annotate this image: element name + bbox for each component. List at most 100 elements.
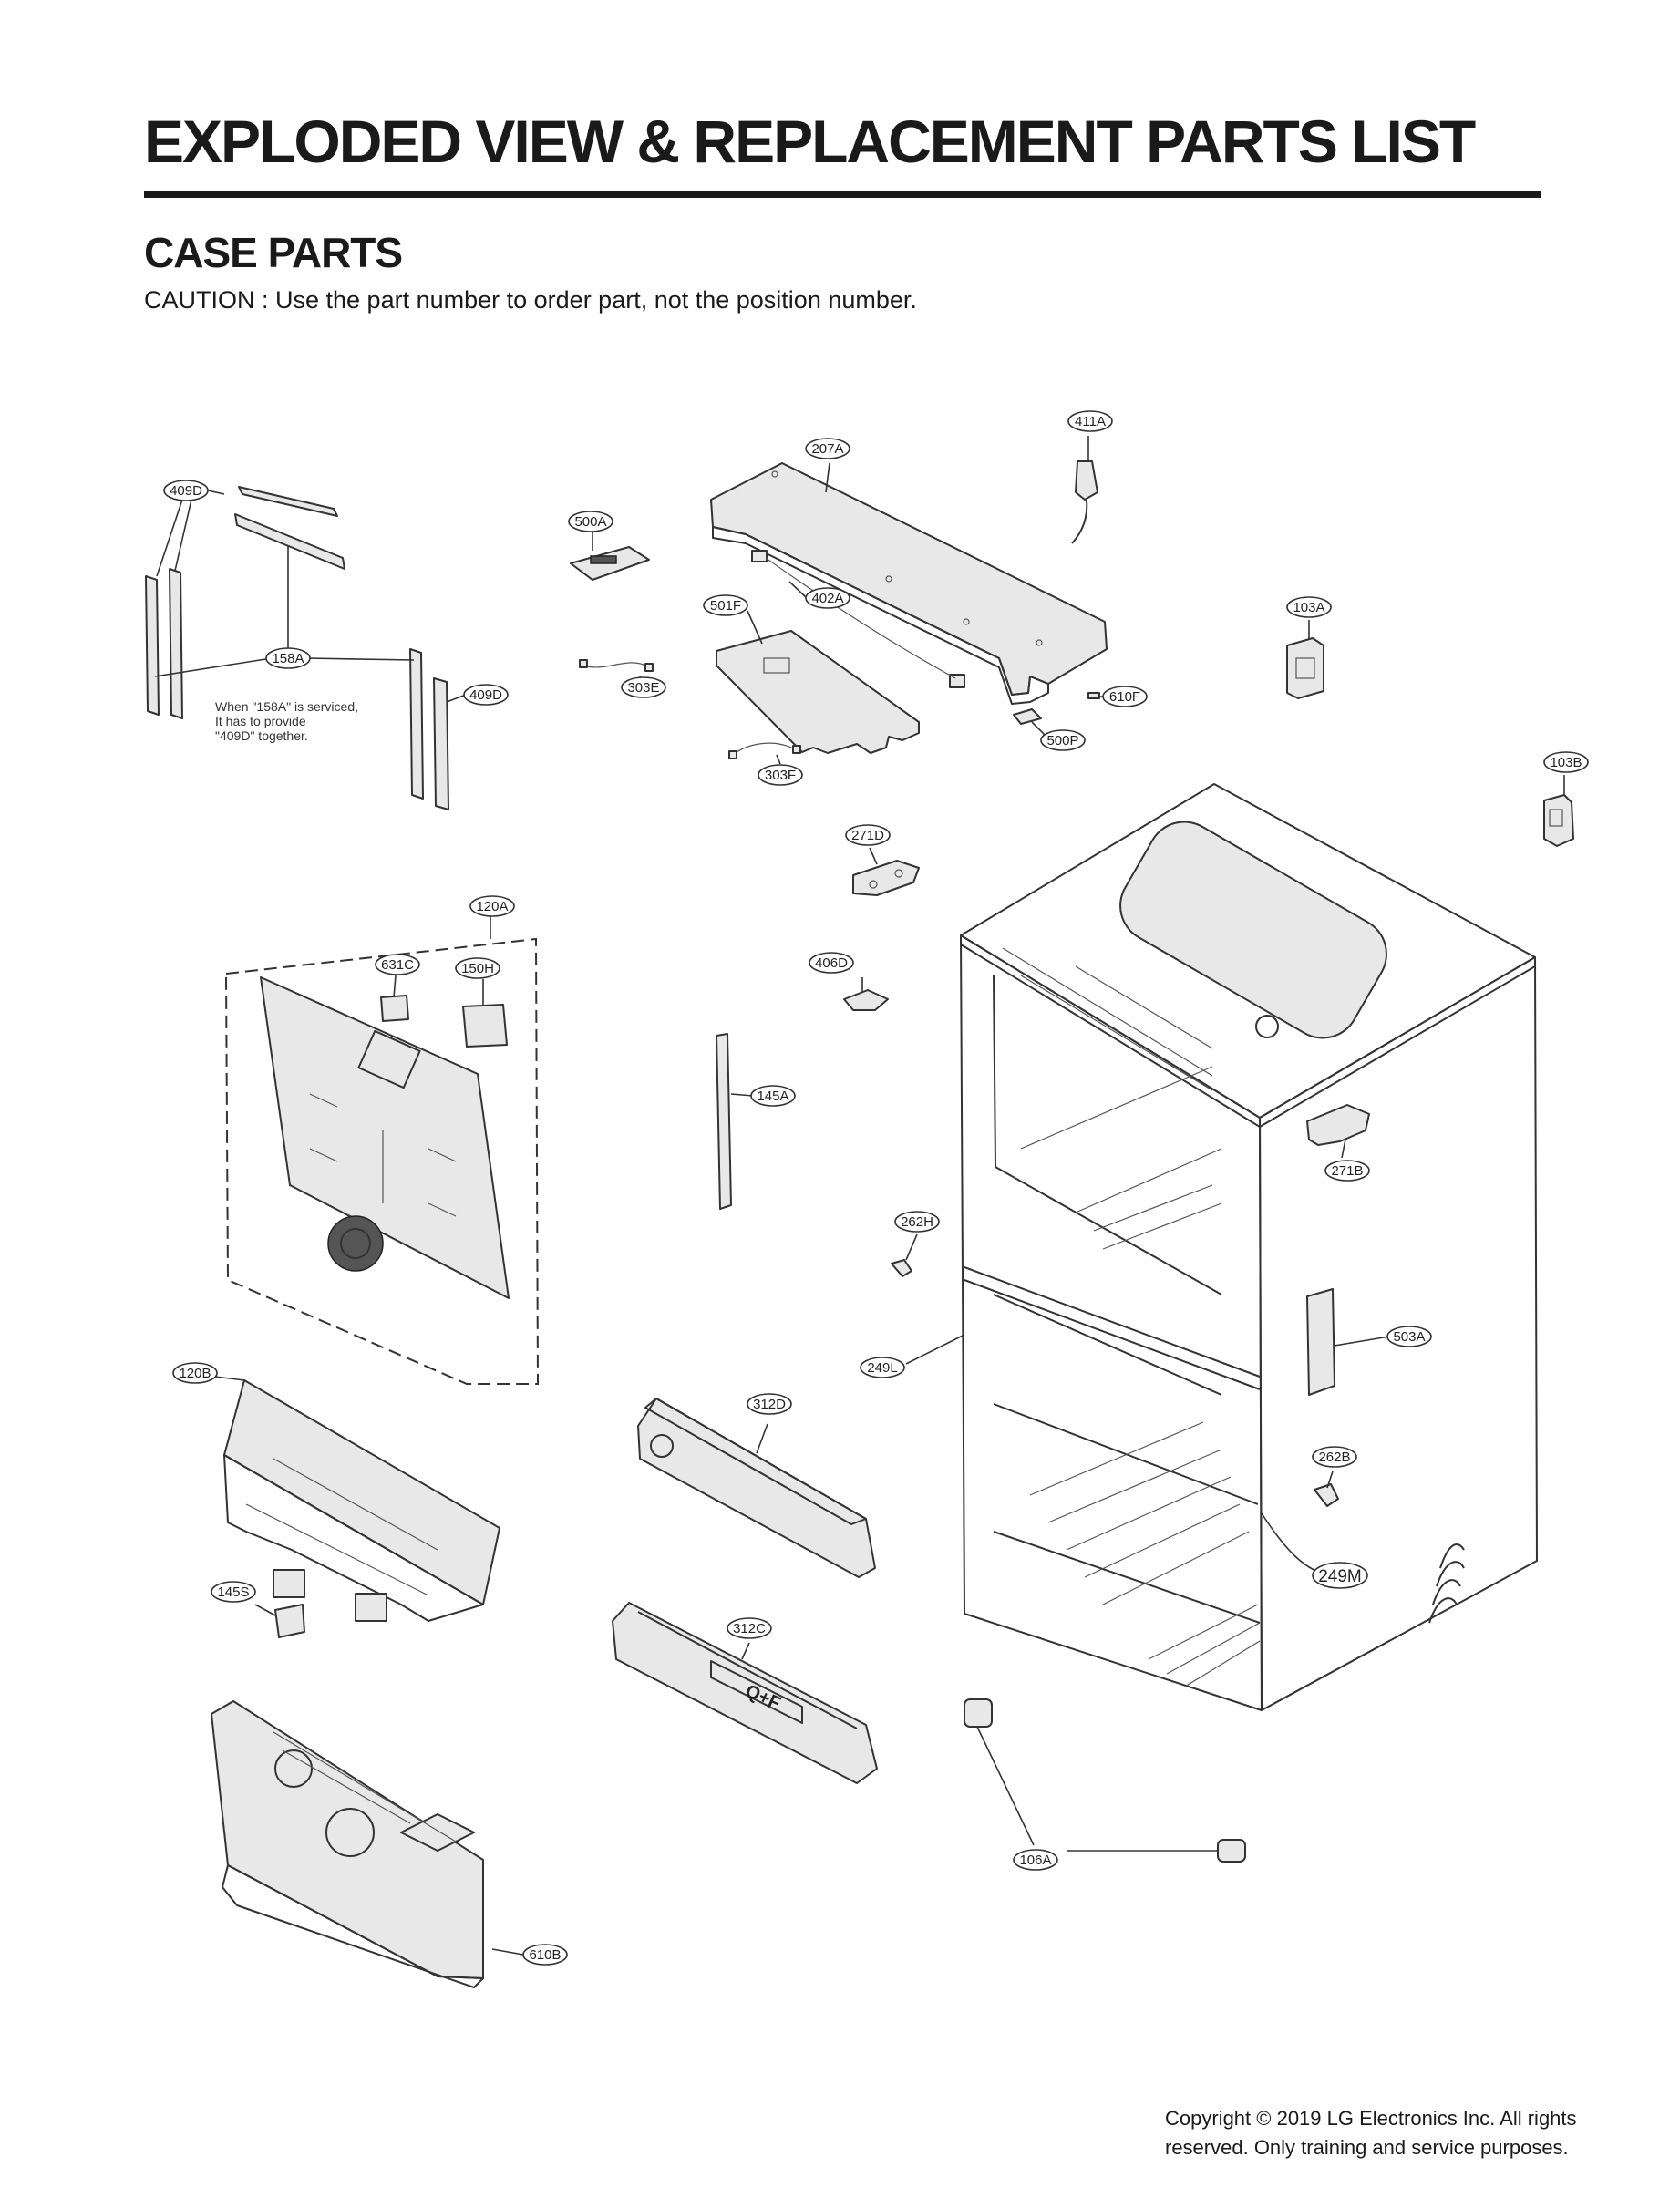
callout-631C: 631C: [375, 954, 420, 975]
svg-text:120B: 120B: [179, 1366, 211, 1381]
control-board-part: [570, 531, 650, 581]
top-cover-part: [710, 462, 1108, 705]
cover-503A-part: [1306, 1288, 1390, 1396]
callout-145A: 145A: [750, 1085, 796, 1107]
part-145S: [254, 1604, 305, 1638]
part-262H: [891, 1233, 918, 1277]
callout-207A: 207A: [805, 438, 850, 459]
assembly-610B-part: [211, 1700, 524, 1988]
callout-150H: 150H: [455, 957, 500, 979]
callout-500P: 500P: [1040, 729, 1086, 751]
callout-120A: 120A: [469, 895, 515, 917]
svg-text:610B: 610B: [529, 1947, 561, 1963]
callout-271D: 271D: [845, 824, 891, 846]
svg-text:501F: 501F: [710, 598, 741, 614]
bar-312D-part: [637, 1398, 876, 1578]
svg-text:"409D" together.: "409D" together.: [215, 728, 308, 743]
part-249L: [905, 1334, 965, 1365]
callout-262H: 262H: [894, 1211, 940, 1233]
svg-text:145S: 145S: [217, 1584, 249, 1600]
callout-312C: 312C: [727, 1617, 772, 1639]
callout-409D-top: 409D: [163, 480, 209, 501]
svg-text:503A: 503A: [1393, 1329, 1425, 1345]
svg-text:312C: 312C: [733, 1621, 766, 1636]
svg-text:145A: 145A: [757, 1089, 788, 1104]
copyright-notice: Copyright © 2019 LG Electronics Inc. All…: [1165, 2104, 1577, 2162]
section-title: CASE PARTS: [144, 229, 403, 276]
svg-text:262B: 262B: [1318, 1450, 1350, 1465]
cabinet-part: [960, 783, 1538, 1711]
svg-text:It has to provide: It has to provide: [215, 714, 306, 728]
svg-text:249M: 249M: [1318, 1567, 1362, 1586]
hinge-103B-part: [1543, 775, 1574, 847]
svg-text:312D: 312D: [753, 1397, 786, 1412]
callout-303E: 303E: [621, 676, 666, 698]
svg-text:406D: 406D: [815, 955, 848, 971]
svg-text:106A: 106A: [1019, 1853, 1051, 1868]
callout-500A: 500A: [568, 511, 613, 532]
svg-text:409D: 409D: [170, 483, 202, 499]
svg-text:500P: 500P: [1046, 733, 1078, 748]
callout-106A: 106A: [1013, 1849, 1058, 1871]
copyright-line-1: Copyright © 2019 LG Electronics Inc. All…: [1165, 2107, 1577, 2130]
callout-610F: 610F: [1102, 686, 1148, 707]
callout-249L: 249L: [860, 1357, 905, 1378]
callout-402A: 402A: [805, 587, 850, 609]
svg-text:303E: 303E: [627, 680, 659, 696]
bracket-271D-part: [852, 847, 920, 896]
title-rule: [144, 191, 1541, 198]
callout-103A: 103A: [1286, 596, 1332, 618]
evaporator-cover-120A-part: [224, 910, 540, 1385]
connector-402A-part: [751, 550, 965, 688]
svg-text:262H: 262H: [901, 1214, 933, 1230]
service-note: When "158A" is serviced, It has to provi…: [215, 699, 358, 743]
svg-text:303F: 303F: [765, 768, 796, 783]
svg-text:409D: 409D: [469, 687, 502, 703]
callout-406D: 406D: [809, 952, 854, 974]
svg-text:158A: 158A: [272, 651, 304, 666]
svg-text:631C: 631C: [381, 957, 414, 973]
callout-411A: 411A: [1067, 410, 1113, 432]
callout-501F: 501F: [703, 594, 748, 616]
power-cord-part: [1071, 436, 1098, 544]
callout-262B: 262B: [1312, 1446, 1357, 1468]
callout-610B: 610B: [522, 1944, 568, 1966]
callout-271B: 271B: [1324, 1160, 1370, 1182]
copyright-line-2: reserved. Only training and service purp…: [1165, 2135, 1569, 2159]
svg-text:411A: 411A: [1075, 414, 1106, 429]
part-249M: [1261, 1512, 1324, 1574]
svg-text:150H: 150H: [461, 961, 494, 976]
svg-text:271B: 271B: [1331, 1163, 1363, 1179]
part-610F: [1087, 692, 1103, 699]
callout-249M: 249M: [1312, 1562, 1368, 1589]
strip-145A-part: [716, 1033, 754, 1210]
hinge-103A-part: [1286, 620, 1324, 699]
callout-103B: 103B: [1543, 751, 1589, 773]
svg-text:207A: 207A: [811, 441, 843, 457]
leveling-feet-106A-part: [964, 1698, 1246, 1863]
callout-409D-right: 409D: [463, 684, 509, 706]
svg-text:610F: 610F: [1109, 689, 1140, 705]
svg-text:402A: 402A: [811, 591, 843, 606]
callout-503A: 503A: [1386, 1326, 1432, 1347]
bar-312C-part: Q+F: [612, 1602, 878, 1784]
wire-303F-part: [728, 742, 801, 765]
svg-text:500A: 500A: [574, 514, 606, 530]
svg-text:271D: 271D: [851, 828, 884, 843]
callout-145S: 145S: [211, 1581, 256, 1603]
svg-text:249L: 249L: [867, 1360, 897, 1376]
svg-text:120A: 120A: [476, 899, 508, 914]
svg-text:When "158A" is serviced,: When "158A" is serviced,: [215, 699, 358, 714]
callout-303F: 303F: [758, 764, 803, 786]
hinge-271B-part: [1306, 1104, 1370, 1159]
callout-120B: 120B: [172, 1362, 218, 1384]
callout-312D: 312D: [747, 1393, 792, 1415]
gasket-strips-part: [145, 486, 467, 810]
page-title: EXPLODED VIEW & REPLACEMENT PARTS LIST: [144, 108, 1476, 175]
svg-text:103A: 103A: [1293, 600, 1324, 615]
svg-text:103B: 103B: [1550, 755, 1582, 770]
caution-note: CAUTION : Use the part number to order p…: [144, 286, 917, 314]
frame-120B-part: [214, 1376, 500, 1622]
callout-158A: 158A: [265, 647, 311, 669]
